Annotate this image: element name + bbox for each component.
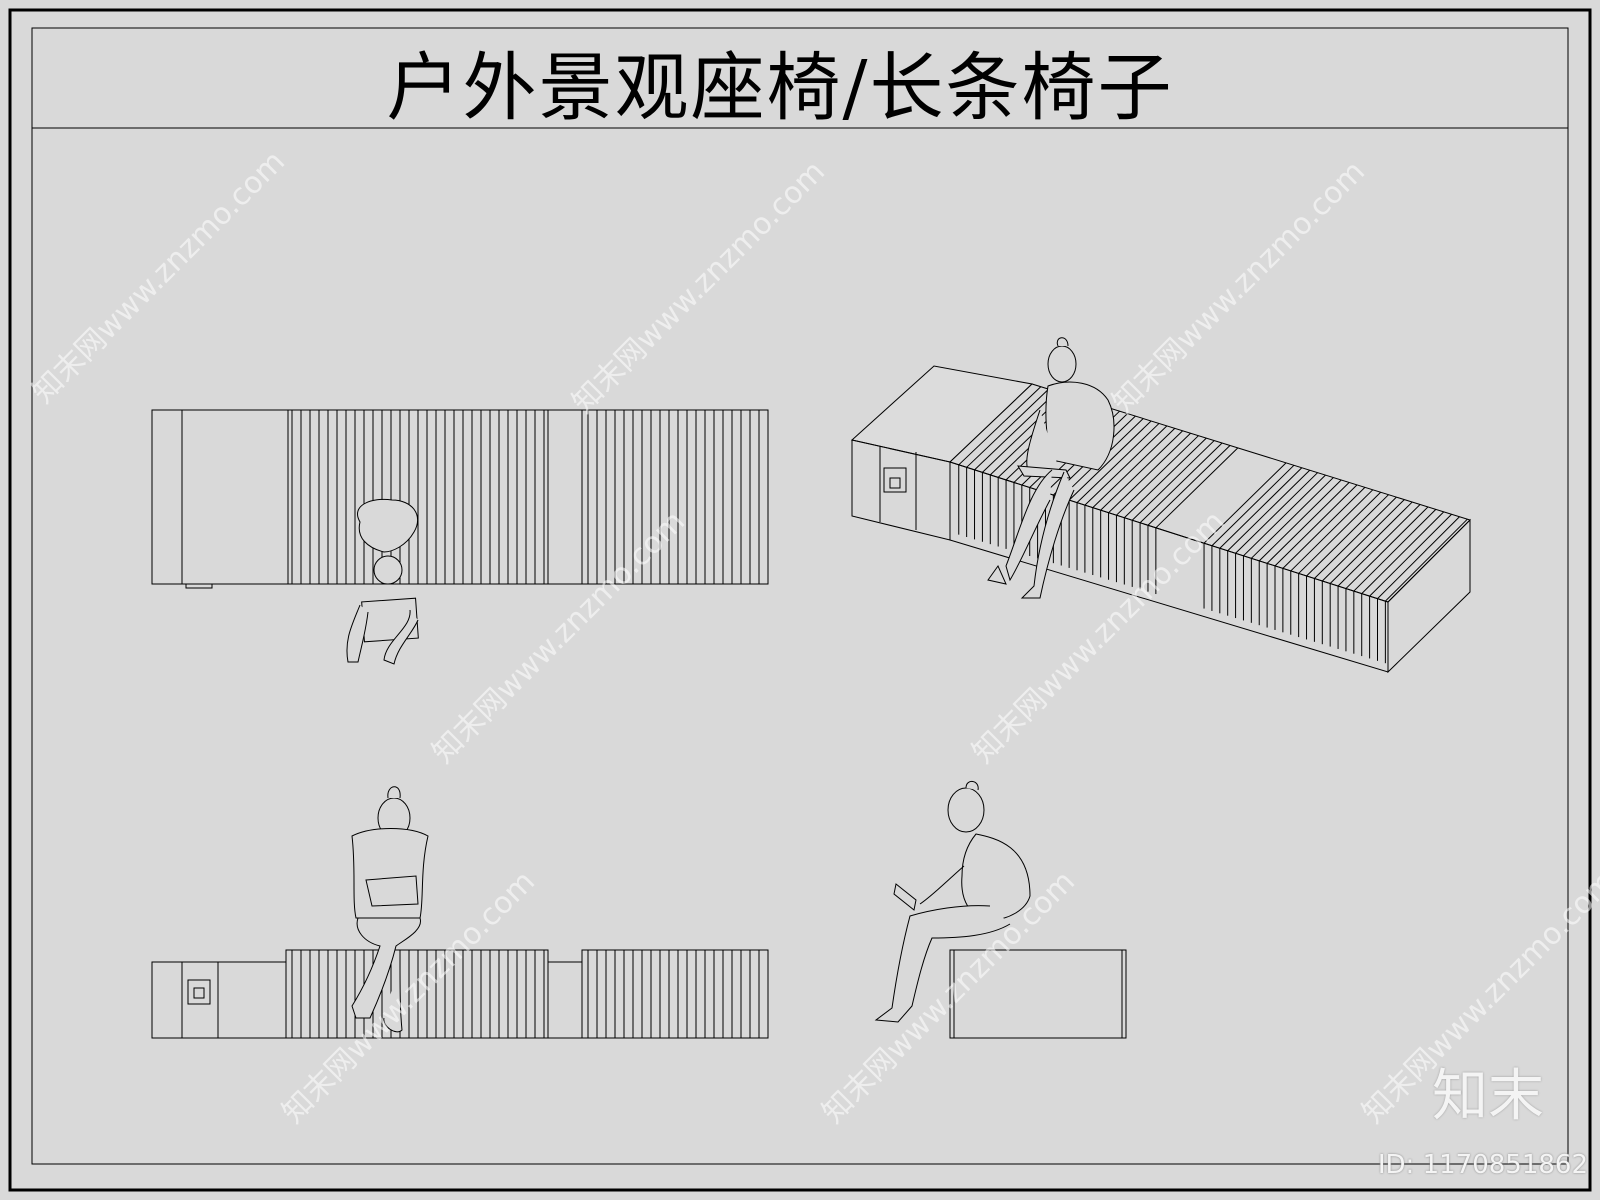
watermark-logo: 知末 (1432, 1064, 1544, 1129)
outer-frame (8, 8, 1592, 1192)
iso-slat-top (1274, 484, 1358, 567)
side-bench (949, 949, 1127, 1039)
iso-slat-top (1321, 499, 1405, 582)
page-title: 户外景观座椅/长条椅子 (386, 45, 1174, 131)
iso-slats (958, 386, 1468, 664)
iso-slat-top (1131, 440, 1215, 521)
iso-person (987, 337, 1115, 599)
front-socket (187, 979, 211, 1005)
iso-slat-top (1250, 477, 1334, 559)
iso-slat-top (1369, 513, 1452, 597)
iso-slat-top (1235, 472, 1318, 554)
iso-slat-top (1258, 479, 1342, 562)
iso-slat-top (1076, 423, 1160, 503)
iso-slat-top (1227, 469, 1311, 552)
front-slats-right (587, 950, 760, 1038)
iso-slat-top (1123, 437, 1207, 519)
iso-slat-top (1203, 462, 1287, 544)
plan-bench-outline (151, 409, 769, 585)
iso-view (850, 337, 1471, 674)
iso-slat-top (1219, 467, 1303, 549)
iso-slat-top (1108, 432, 1191, 514)
iso-slat-top (1155, 447, 1239, 529)
iso-slat-top (1211, 464, 1295, 547)
iso-slat-top (1337, 504, 1421, 587)
front-view (151, 786, 769, 1039)
iso-slat-top (1084, 425, 1168, 506)
iso-socket-panel (883, 467, 907, 493)
plan-person (346, 498, 419, 665)
iso-slat-top (1306, 494, 1389, 577)
iso-slat-top (1068, 420, 1152, 501)
iso-slat-top (1092, 427, 1176, 508)
plan-slats-left (291, 410, 545, 584)
plan-view (151, 409, 769, 665)
iso-bench-top (949, 383, 1471, 603)
iso-slat-top (1298, 491, 1381, 574)
iso-slat-top (1385, 518, 1468, 602)
iso-slat-top (1314, 496, 1397, 579)
iso-slat-top (974, 391, 1057, 471)
iso-slat-top (958, 386, 1042, 466)
iso-slat-top (1139, 442, 1223, 524)
iso-slat-top (1243, 474, 1326, 557)
iso-slat-top (1266, 482, 1350, 564)
iso-slat-top (1290, 489, 1374, 572)
iso-slat-top (1282, 487, 1366, 569)
iso-slat-top (1377, 516, 1460, 599)
side-person (874, 781, 1031, 1023)
front-person (351, 786, 429, 1033)
iso-slat-top (1147, 445, 1231, 526)
front-end-box (181, 961, 287, 1039)
iso-slat-top (966, 388, 1049, 468)
iso-slat-top (1361, 511, 1445, 594)
iso-slat-top (1116, 435, 1199, 516)
iso-slat-top (1345, 506, 1429, 589)
watermark-id: ID: 1170851862 (1377, 1150, 1588, 1180)
iso-slat-top (1353, 509, 1437, 592)
inner-frame (31, 27, 1569, 1165)
side-view (874, 781, 1127, 1039)
iso-slat-top (1100, 430, 1184, 511)
iso-slat-top (1329, 501, 1413, 584)
plan-slats-right (587, 410, 760, 584)
